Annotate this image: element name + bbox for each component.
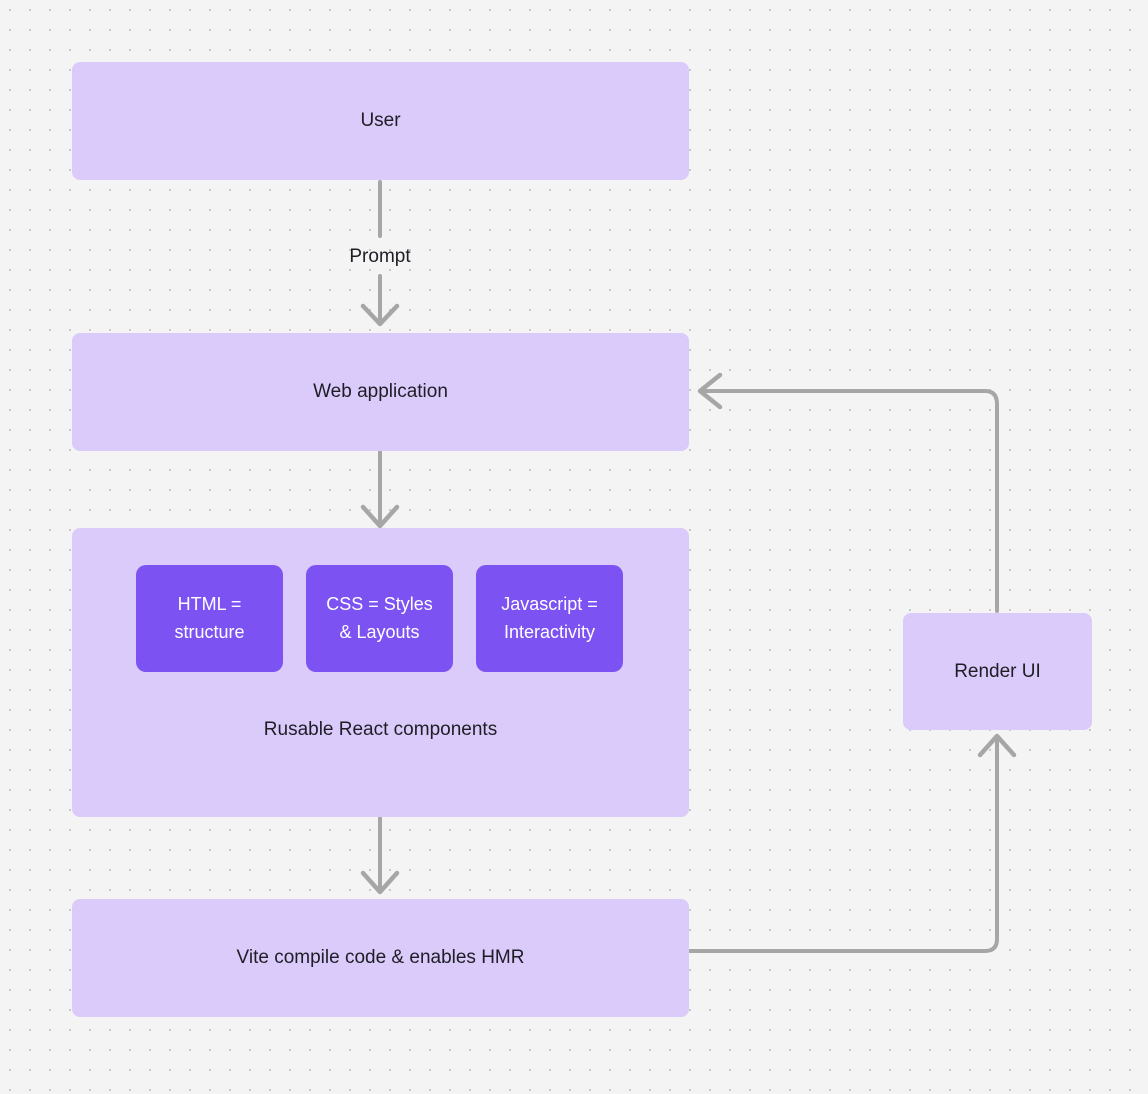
node-javascript-label: Javascript = Interactivity (501, 593, 598, 642)
node-javascript[interactable]: Javascript = Interactivity (476, 565, 623, 672)
node-css-label: CSS = Styles & Layouts (326, 593, 433, 642)
arrowhead-down (360, 504, 400, 529)
node-css[interactable]: CSS = Styles & Layouts (306, 565, 453, 672)
node-web-application-label: Web application (313, 381, 448, 403)
node-vite-label: Vite compile code & enables HMR (236, 947, 525, 969)
node-user[interactable]: User (72, 62, 689, 180)
edge-web-application-to-components (360, 450, 400, 529)
edge-segment (688, 736, 999, 953)
edge-vite-to-render-ui (688, 733, 1017, 953)
arrowhead-down (360, 870, 400, 895)
node-render-ui[interactable]: Render UI (903, 613, 1092, 730)
node-web-application[interactable]: Web application (72, 333, 689, 451)
node-html[interactable]: HTML = structure (136, 565, 283, 672)
node-components-group[interactable]: HTML = structure CSS = Styles & Layouts … (72, 528, 689, 817)
edge-components-to-vite (360, 816, 400, 895)
node-html-label: HTML = structure (174, 593, 245, 642)
edge-segment (703, 389, 999, 613)
edge-label-prompt: Prompt (349, 246, 411, 267)
arrowhead-up (977, 733, 1017, 758)
node-render-ui-label: Render UI (954, 660, 1041, 682)
edge-render-ui-to-web-application (697, 372, 999, 613)
arrowhead-left (697, 372, 723, 410)
node-user-label: User (360, 110, 401, 132)
arrowhead-down (360, 303, 400, 327)
components-group-caption: Rusable React components (263, 719, 498, 740)
node-vite[interactable]: Vite compile code & enables HMR (72, 899, 689, 1017)
